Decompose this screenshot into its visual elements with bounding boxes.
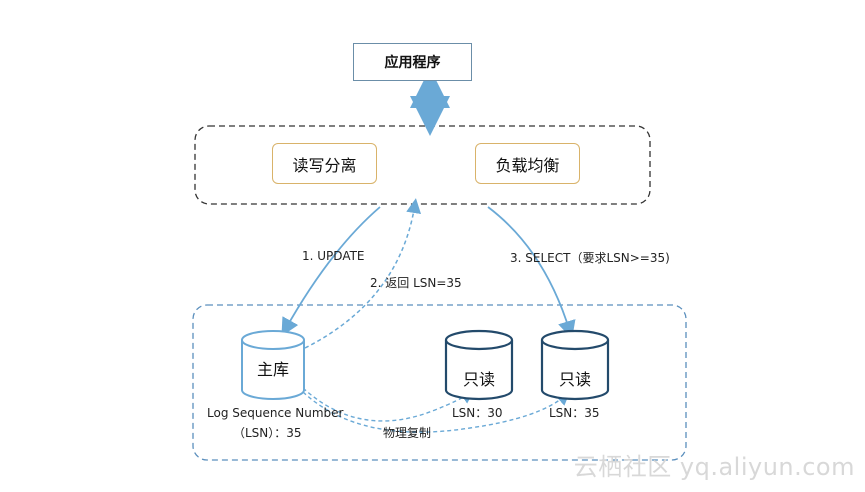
watermark: 云栖社区 yq.aliyun.com xyxy=(573,453,855,481)
application-label: 应用程序 xyxy=(384,55,441,71)
load-balance-box: 负载均衡 xyxy=(475,143,580,184)
replica1-lsn: LSN：30 xyxy=(452,406,503,420)
select-label: 3. SELECT（要求LSN>=35) xyxy=(510,251,670,265)
replication-label: 物理复制 xyxy=(383,426,432,440)
primary-lsn-line1: Log Sequence Number xyxy=(207,406,344,420)
load-balance-label: 负载均衡 xyxy=(495,155,560,175)
primary-lsn-line2: （LSN）：35 xyxy=(233,426,302,440)
replica2-db-label: 只读 xyxy=(558,370,591,389)
replica1-db-label: 只读 xyxy=(462,370,495,389)
return-lsn-label: 2. 返回 LSN=35 xyxy=(370,276,462,290)
rw-split-label: 读写分离 xyxy=(292,155,357,175)
primary-db-label: 主库 xyxy=(256,360,289,379)
update-arrow xyxy=(281,206,381,337)
replica2-db-cylinder xyxy=(540,329,610,401)
replication-arrow-2 xyxy=(302,391,571,433)
primary-db-cylinder xyxy=(241,330,305,400)
replica2-lsn: LSN：35 xyxy=(549,406,600,420)
proxy-container xyxy=(194,125,651,205)
replica1-db-cylinder xyxy=(444,329,514,401)
select-arrow xyxy=(487,206,576,339)
update-label: 1. UPDATE xyxy=(302,249,365,263)
application-box: 应用程序 xyxy=(353,43,472,81)
replication-arrow-1 xyxy=(302,387,475,422)
rw-split-box: 读写分离 xyxy=(272,143,377,184)
db-cluster-container xyxy=(192,304,687,461)
